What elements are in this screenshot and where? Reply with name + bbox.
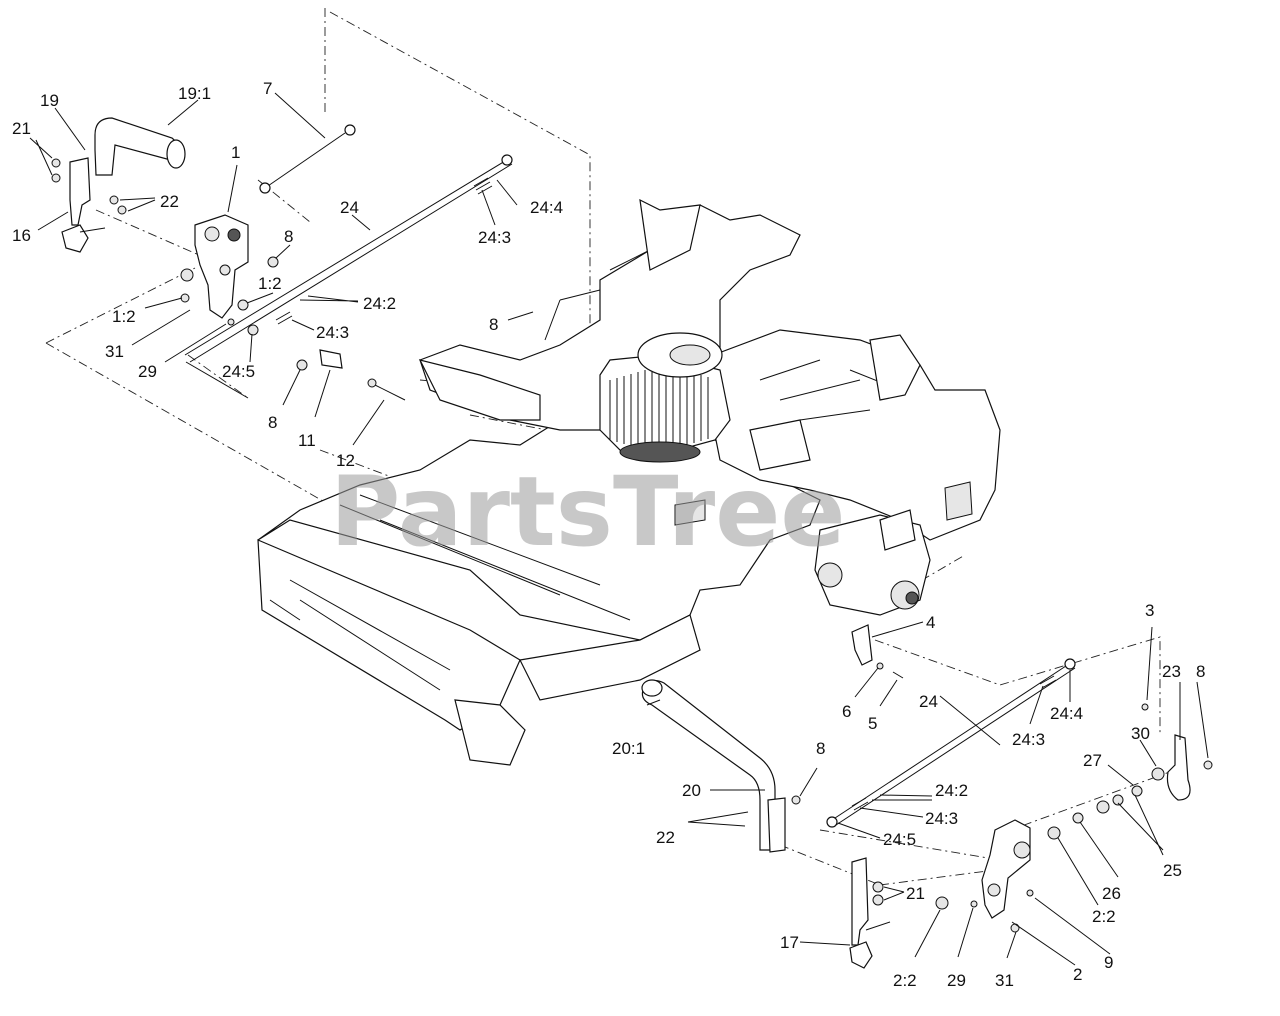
callout-29: 29: [947, 971, 966, 990]
callout-11: 11: [298, 431, 316, 450]
callout-17: 17: [780, 933, 799, 952]
callout-8: 8: [268, 413, 277, 432]
callout-24-2: 24:2: [363, 294, 396, 313]
engine: [599, 332, 731, 463]
lower-right-control-assembly: [641, 624, 1213, 969]
callout-31: 31: [105, 342, 124, 361]
callout-25: 25: [1163, 861, 1182, 880]
callout-24-5: 24:5: [883, 830, 916, 849]
callout-24-3: 24:3: [478, 228, 511, 247]
callout-24-4: 24:4: [1050, 704, 1083, 723]
callout-2-2: 2:2: [1092, 907, 1116, 926]
callout-16: 16: [12, 226, 31, 245]
callout-31: 31: [995, 971, 1014, 990]
callout-24-4: 24:4: [530, 198, 563, 217]
callout-21: 21: [12, 119, 31, 138]
callout-2: 2: [1073, 965, 1082, 984]
callout-24-3: 24:3: [1012, 730, 1045, 749]
callout-labels: 19 19:1 21 22 16 1 7 24 24:4 24:3 8 1:2 …: [12, 79, 1205, 990]
callout-5: 5: [868, 714, 877, 733]
leader-lines: [29, 92, 1209, 966]
callout-8: 8: [816, 739, 825, 758]
callout-2-2: 2:2: [893, 971, 917, 990]
callout-21: 21: [906, 884, 925, 903]
upper-left-control-assembly: [51, 117, 513, 401]
callout-19-1: 19:1: [178, 84, 211, 103]
callout-8: 8: [284, 227, 293, 246]
callout-9: 9: [1104, 953, 1113, 972]
callout-7: 7: [263, 79, 272, 98]
callout-24-3: 24:3: [925, 809, 958, 828]
callout-24-2: 24:2: [935, 781, 968, 800]
callout-8: 8: [1196, 662, 1205, 681]
callout-8: 8: [489, 315, 498, 334]
callout-12: 12: [336, 451, 355, 470]
mower-frame: [257, 198, 1001, 766]
callout-30: 30: [1131, 724, 1150, 743]
callout-24-3: 24:3: [316, 323, 349, 342]
callout-1-2: 1:2: [112, 307, 136, 326]
callout-24: 24: [340, 198, 359, 217]
callout-22: 22: [656, 828, 675, 847]
callout-1: 1: [231, 143, 240, 162]
callout-19: 19: [40, 91, 59, 110]
callout-27: 27: [1083, 751, 1102, 770]
callout-26: 26: [1102, 884, 1121, 903]
callout-23: 23: [1162, 662, 1181, 681]
callout-24: 24: [919, 692, 938, 711]
callout-20-1: 20:1: [612, 739, 645, 758]
callout-1-2: 1:2: [258, 274, 282, 293]
callout-24-5: 24:5: [222, 362, 255, 381]
callout-20: 20: [682, 781, 701, 800]
callout-22: 22: [160, 192, 179, 211]
callout-6: 6: [842, 702, 851, 721]
callout-3: 3: [1145, 601, 1154, 620]
hydro-pump: [814, 509, 931, 616]
callout-4: 4: [926, 613, 935, 632]
watermark: PartsTree: [330, 456, 845, 568]
callout-29: 29: [138, 362, 157, 381]
